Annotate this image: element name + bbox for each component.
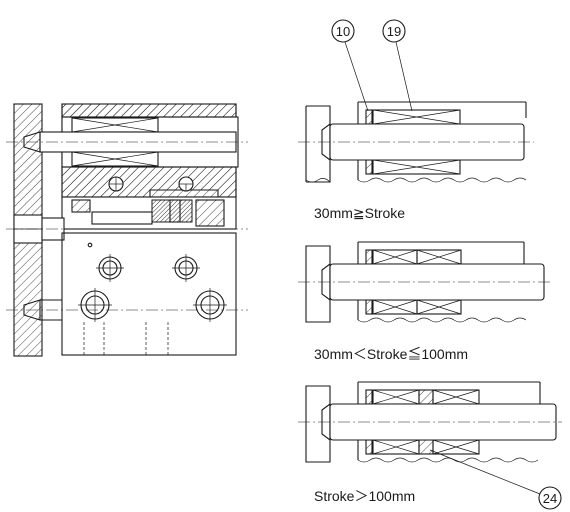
mount-screw-left — [78, 288, 112, 322]
caption-mid-stroke: 30mm＜Stroke≦100mm — [314, 346, 468, 362]
bore-top-wall — [61, 103, 237, 118]
callout-24: 24 — [429, 449, 562, 510]
piston — [151, 199, 193, 223]
detail-mid-stroke — [298, 241, 552, 323]
callout-19: 19 — [382, 19, 413, 112]
detail-short-stroke — [298, 101, 534, 183]
spacer — [418, 389, 434, 405]
callout-10-label: 10 — [336, 24, 350, 39]
callout-10: 10 — [331, 19, 369, 112]
lower-body — [61, 232, 237, 356]
upper-rod-head — [23, 131, 41, 153]
port-left — [96, 254, 124, 282]
section-view — [6, 103, 248, 357]
caption-short-stroke: 30mm≧Stroke — [314, 205, 405, 221]
caption-long-stroke: Stroke＞100mm — [314, 488, 415, 504]
port-right — [172, 254, 200, 282]
piston-rod — [91, 211, 153, 225]
seal — [71, 199, 91, 213]
callout-24-label: 24 — [543, 491, 557, 506]
spacer — [418, 439, 434, 455]
mount-screw-right — [193, 288, 227, 322]
middle-wall — [61, 166, 237, 198]
detail-long-stroke — [298, 381, 562, 463]
callout-19-label: 19 — [387, 24, 401, 39]
rod-cover — [195, 199, 225, 227]
